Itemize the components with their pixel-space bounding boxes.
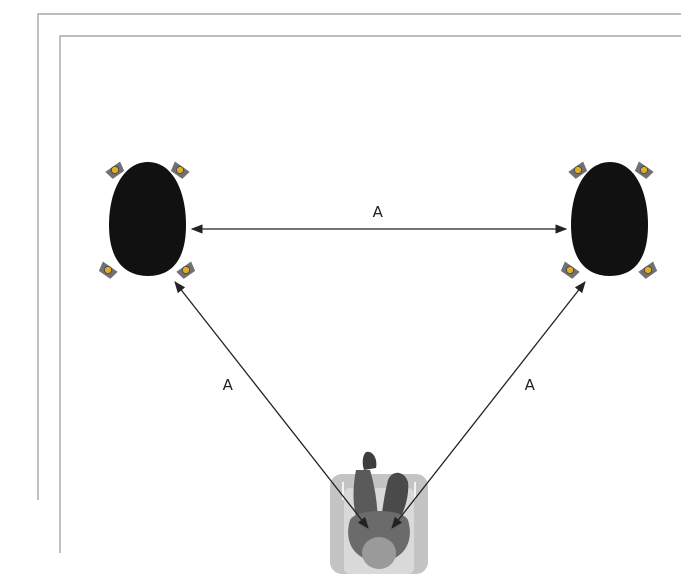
distance-label-right: A <box>525 376 536 394</box>
listener-foot <box>362 451 377 470</box>
left-speaker <box>96 161 198 281</box>
speaker-spike-bottom-left <box>558 261 581 281</box>
distance-label-top: A <box>373 203 384 221</box>
arrow-right-speaker-to-listener <box>391 281 586 529</box>
room-walls <box>37 13 681 553</box>
outer-wall-line <box>37 13 681 500</box>
speaker-spike-top-right <box>632 161 655 181</box>
distance-arrows <box>174 224 586 529</box>
distance-label-left: A <box>223 376 234 394</box>
speaker-spike-bottom-right <box>637 261 660 281</box>
listener-head <box>362 537 396 569</box>
inner-wall-line <box>59 35 681 553</box>
speaker-body <box>571 162 648 276</box>
speaker-spike-bottom-right <box>175 261 198 281</box>
listener <box>330 451 428 574</box>
speaker-body <box>109 162 186 276</box>
right-speaker <box>558 161 660 281</box>
speaker-spike-bottom-left <box>96 261 119 281</box>
arrow-left-speaker-to-listener <box>174 281 369 529</box>
